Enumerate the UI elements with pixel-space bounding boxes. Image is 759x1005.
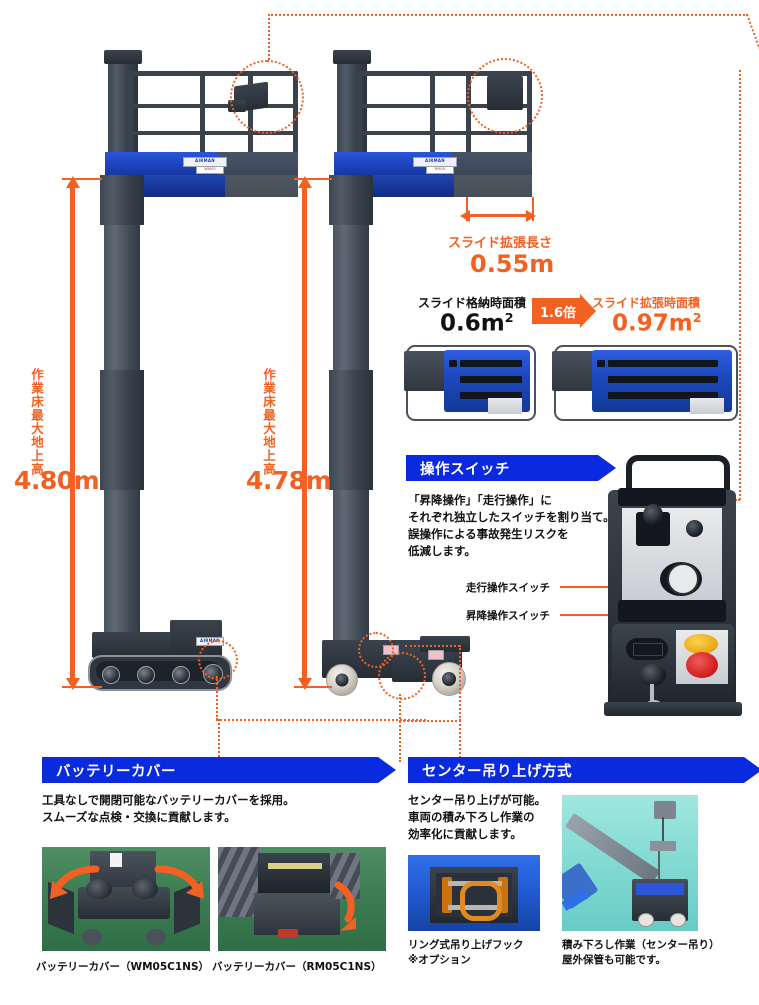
multiplier-badge: 1.6倍 <box>532 294 597 328</box>
panel-foot <box>604 702 742 716</box>
center-lift-body-line-2: 効率化に貢献します。 <box>408 827 522 841</box>
open-direction-arrow-right <box>154 865 204 899</box>
photo-battery-cover-wm <box>42 847 210 951</box>
dimension-line-left <box>70 186 75 678</box>
connector-base-left-run <box>216 719 426 721</box>
section-header-operation-switch: 操作スイッチ <box>406 455 616 481</box>
photo-crane-lifting <box>562 795 698 931</box>
stowed-area-number: 0.6 <box>440 310 481 337</box>
slide-extension-arrowhead-right <box>526 209 536 222</box>
brand-logo-text-right: AIRMAN <box>425 158 445 163</box>
model-plate-text: WM05 <box>204 167 216 171</box>
battery-cover-body-line-1: スムーズな点検・交換に貢献します。 <box>42 810 236 824</box>
horn-button[interactable] <box>684 634 718 654</box>
hour-meter-display <box>633 643 663 656</box>
section-header-battery-cover: バッテリーカバー <box>42 757 396 783</box>
caption-ring-hook-line-0: リング式吊り上げフック <box>408 939 524 951</box>
brand-logo-text: AIRMAN <box>195 158 215 163</box>
center-lift-body-line-0: センター吊り上げが可能。 <box>408 793 546 807</box>
dimension-arrowhead-down-right <box>297 678 312 690</box>
stowed-area-unit: m <box>480 310 505 337</box>
highlight-circle-platform-control-right <box>467 58 543 134</box>
joystick-knob[interactable] <box>643 504 663 526</box>
key-switch[interactable] <box>640 664 666 686</box>
connector-right-base-run <box>399 720 461 722</box>
value-stowed-area: 0.6m2 <box>440 310 514 337</box>
connector-right-base-drop <box>459 645 461 721</box>
caption-crane-lifting-line-0: 積み下ろし作業（センター吊り） <box>562 939 720 951</box>
dimension-arrowhead-down-left <box>65 678 80 690</box>
caption-ring-hook: リング式吊り上げフック ※オプション <box>408 938 524 968</box>
caption-ring-hook-line-1: ※オプション <box>408 954 471 966</box>
dimension-line-right <box>302 186 307 678</box>
center-lift-body-line-1: 車両の積み下ろし作業の <box>408 810 535 824</box>
caption-battery-cover-wm: バッテリーカバー（WM05C1NS） <box>36 961 210 973</box>
emergency-stop-button[interactable] <box>686 652 718 678</box>
dimension-arrowhead-up-right <box>297 176 312 188</box>
caption-crane-lifting-line-1: 屋外保管も可能です。 <box>562 954 666 966</box>
section-header-center-lift: センター吊り上げ方式 <box>408 757 759 783</box>
highlight-circle-platform-control-left <box>230 60 304 134</box>
dimension-tick-bottom-right <box>294 686 332 688</box>
panel-mid-bar <box>618 600 726 622</box>
value-max-platform-height-right: 4.78m <box>246 466 332 495</box>
label-slide-extension: スライド拡張長さ <box>448 236 553 251</box>
connector-line-left-drop <box>268 14 270 60</box>
stowed-area-exponent: 2 <box>504 310 514 325</box>
highlight-circle-base-upper-right <box>358 632 394 668</box>
label-extended-area: スライド拡張時面積 <box>592 296 701 310</box>
open-direction-arrow-left <box>50 865 100 899</box>
battery-cover-body-line-0: 工具なしで開閉可能なバッテリーカバーを採用。 <box>42 793 295 807</box>
label-max-platform-height-left: 作業床最大地上高 <box>29 368 44 476</box>
extended-area-number: 0.97 <box>612 310 669 337</box>
dimension-tick-bottom-left <box>62 686 102 688</box>
connector-right-base-drop2 <box>399 694 401 762</box>
caption-battery-cover-rm: バッテリーカバー（RM05C1NS） <box>212 961 382 973</box>
label-max-platform-height-right: 作業床最大地上高 <box>261 368 276 476</box>
open-direction-arrow-rm <box>334 881 356 931</box>
rotary-dial-face <box>667 563 699 595</box>
operation-switch-body-line-1: それぞれ独立したスイッチを割り当て。 <box>408 510 615 524</box>
selector-knob[interactable] <box>686 520 703 537</box>
photo-ring-hook <box>408 855 540 931</box>
connector-base-left-drop <box>216 676 218 720</box>
slide-extension-dimension-line <box>468 214 528 217</box>
operation-switch-body-line-0: 「昇降操作」「走行操作」に <box>408 493 552 507</box>
connector-battery-section <box>218 719 220 761</box>
operation-switch-body-line-3: 低減します。 <box>408 544 476 558</box>
panel-top-bar <box>618 488 726 506</box>
operation-switch-body-line-2: 誤操作による事故発生リスクを <box>408 527 569 541</box>
operation-switch-body: 「昇降操作」「走行操作」に それぞれ独立したスイッチを割り当て。 誤操作による事… <box>408 492 615 560</box>
dimension-tick-top-right <box>294 178 332 180</box>
highlight-circle-base-lower-right <box>378 652 426 700</box>
connector-line-diagonal <box>746 14 759 73</box>
connector-line-top-main <box>268 14 748 16</box>
connector-line-right-panel-drop <box>739 70 741 500</box>
slide-extension-tick-left <box>466 197 468 221</box>
key-icon <box>650 684 654 706</box>
photo-battery-cover-rm <box>218 847 386 951</box>
battery-cover-body: 工具なしで開閉可能なバッテリーカバーを採用。 スムーズな点検・交換に貢献します。 <box>42 792 295 826</box>
value-slide-extension: 0.55m <box>470 250 555 278</box>
value-extended-area: 0.97m2 <box>612 310 702 337</box>
dimension-arrowhead-up-left <box>65 176 80 188</box>
value-max-platform-height-left: 4.80m <box>14 466 100 495</box>
label-stowed-area: スライド格納時面積 <box>418 296 527 310</box>
panel-handle <box>626 455 730 501</box>
extended-area-unit: m <box>668 310 693 337</box>
callout-lift-switch: 昇降操作スイッチ <box>466 610 550 622</box>
connector-right-base-top <box>405 645 460 647</box>
caption-crane-lifting: 積み下ろし作業（センター吊り） 屋外保管も可能です。 <box>562 938 720 968</box>
model-plate-text-right: RM05 <box>434 167 446 171</box>
extended-area-exponent: 2 <box>692 310 702 325</box>
slide-extension-tick-right <box>532 197 534 221</box>
connector-center-section <box>459 720 461 762</box>
slide-extension-arrowhead-left <box>460 209 470 222</box>
highlight-circle-base-left <box>198 640 238 680</box>
dimension-tick-top-left <box>62 178 102 180</box>
center-lift-body: センター吊り上げが可能。 車両の積み下ろし作業の 効率化に貢献します。 <box>408 792 546 843</box>
callout-drive-switch: 走行操作スイッチ <box>466 582 550 594</box>
